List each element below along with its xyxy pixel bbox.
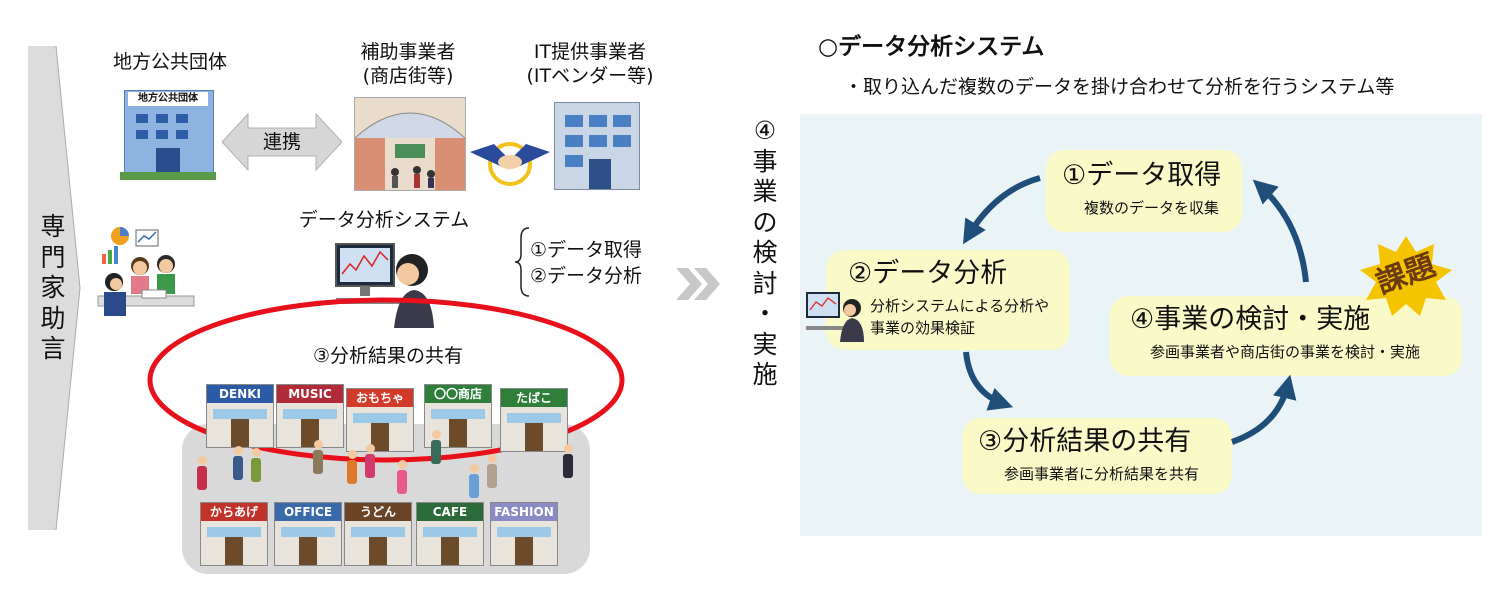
step1-subtext: 複数のデータを収集 [1084, 199, 1220, 217]
step1-bubble [1046, 150, 1242, 232]
shop-karaage: からあげ [200, 502, 268, 566]
pedestrian-icon [312, 440, 324, 474]
step2-subtext-line1: 分析システムによる分析や [870, 297, 1050, 315]
shop-udon: うどん [344, 502, 412, 566]
cooperation-label: 連携 [262, 131, 301, 153]
right-heading: ○データ分析システム [818, 34, 1045, 60]
it-provider-label-line2: (ITベンダー等) [526, 65, 654, 87]
expert-advice-label: 専 門 家 助 言 [40, 212, 66, 363]
pedestrian-icon [468, 464, 480, 498]
step4-title: ④事業の検討・実施 [1130, 304, 1371, 335]
pedestrian-icon [396, 460, 408, 494]
pedestrian-icon [562, 444, 574, 478]
handshake-icon [470, 142, 550, 186]
cooperation-double-arrow [222, 112, 342, 172]
pedestrian-icon [486, 454, 498, 488]
consultation-illustration [96, 224, 196, 334]
pedestrian-icon [232, 446, 244, 480]
expert-advice-arrow [28, 46, 81, 530]
step1-title: ①データ取得 [1062, 160, 1222, 191]
shopping-arcade-icon [354, 97, 466, 191]
step1-label: ①データ取得 [530, 239, 643, 261]
step2-bubble [826, 250, 1070, 350]
share-label: ③分析結果の共有 [312, 345, 464, 367]
pedestrian-icon [196, 456, 208, 490]
step3-subtext: 参画事業者に分析結果を共有 [1004, 465, 1200, 483]
arrow-step4-to-step1 [1252, 179, 1309, 283]
business-implementation-vertical: ④ 事 業 の 検 討 ・ 実 施 [752, 116, 778, 389]
shop-cafe: CAFE [416, 502, 484, 566]
arrow-step3-to-step4 [1230, 374, 1297, 445]
pedestrian-icon [364, 444, 376, 478]
shop-office: OFFICE [274, 502, 342, 566]
analyst-computer-icon [804, 288, 864, 342]
subsidy-label-line2: (商店街等) [362, 65, 454, 87]
arrow-step1-to-step2 [963, 175, 1041, 245]
step3-bubble [962, 418, 1232, 494]
sharing-ring [147, 297, 625, 463]
step3-title: ③分析結果の共有 [978, 426, 1192, 457]
chevron-right-icon [676, 268, 720, 300]
local-gov-label: 地方公共団体 [112, 51, 227, 73]
shop-denki: DENKI [206, 384, 274, 448]
pedestrian-icon [346, 450, 358, 484]
pedestrian-icon [250, 448, 262, 482]
issue-badge [1360, 236, 1452, 316]
pedestrian-icon [430, 430, 442, 464]
shop-fashion: FASHION [490, 502, 558, 566]
cycle-arrows [963, 175, 1309, 445]
step4-subtext: 参画事業者や商店街の事業を検討・実施 [1150, 343, 1421, 361]
step2-subtext-line2: 事業の効果検証 [870, 319, 976, 337]
steps-brace [515, 227, 530, 297]
shop-tobacco: たばこ [500, 388, 568, 452]
step4-bubble [1110, 296, 1462, 376]
step2-label: ②データ分析 [530, 265, 643, 287]
system-title-label: データ分析システム [298, 209, 470, 231]
it-provider-label-line1: IT提供事業者 [533, 41, 647, 63]
right-subheading: ・取り込んだ複数のデータを掛け合わせて分析を行うシステム等 [844, 76, 1395, 98]
shop-music: MUSIC [276, 384, 344, 448]
local-gov-building-icon: 地方公共団体 [120, 82, 216, 182]
subsidy-label-line1: 補助事業者 [360, 41, 456, 63]
arrow-step2-to-step3 [963, 351, 1014, 411]
step2-title: ②データ分析 [848, 258, 1008, 289]
it-office-building-icon [554, 102, 640, 190]
shop-toys: おもちゃ [346, 388, 414, 452]
